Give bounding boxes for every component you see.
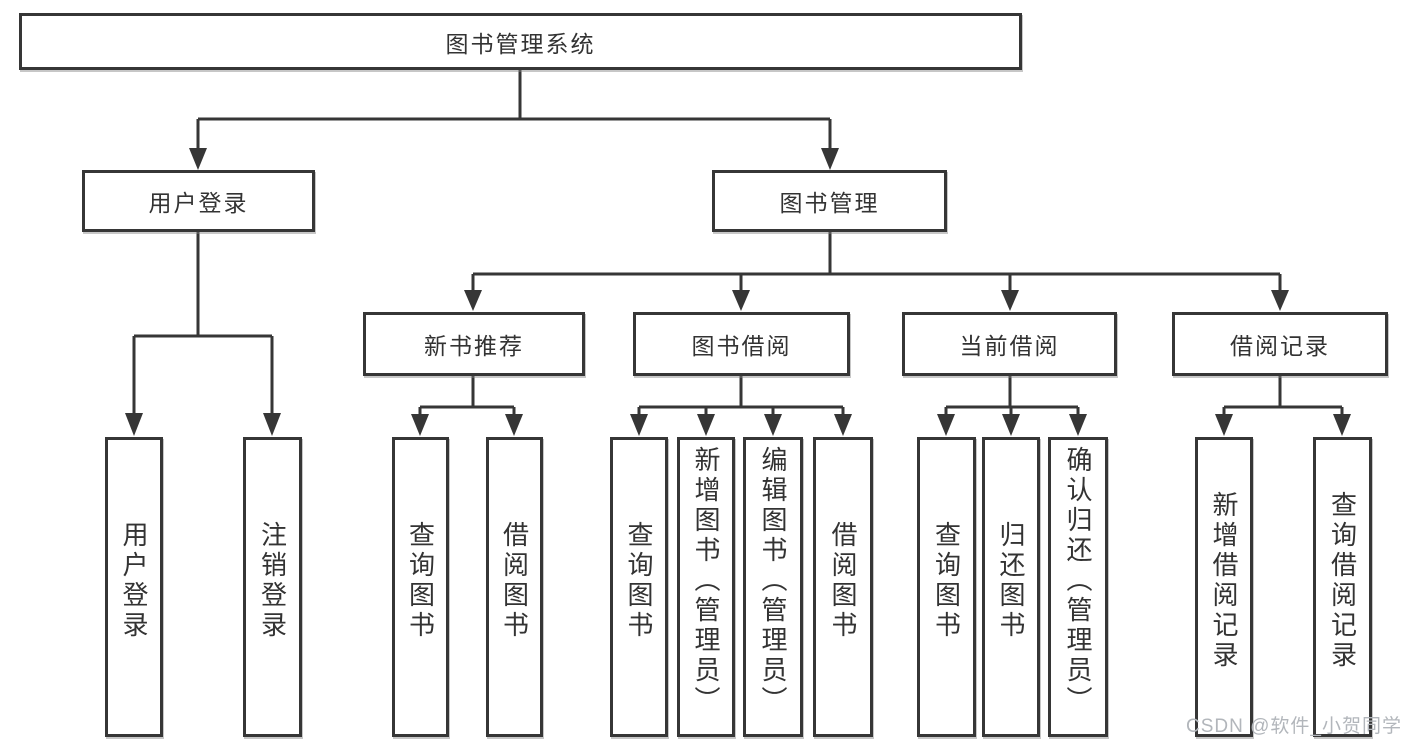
arrow-down-head-icon [697,414,715,436]
node-label: 查询图书 [931,521,962,641]
leaf-current-return-books: 归还图书 [982,437,1040,737]
connector-root-to-level2 [196,70,832,150]
node-label: 借阅图书 [499,521,530,641]
arrow-down-head-icon [189,148,207,170]
node-borrow-records: 借阅记录 [1172,312,1388,376]
connector-line [637,376,845,416]
arrow-down-head-icon [630,414,648,436]
node-label: 借阅图书 [828,521,858,641]
connector-user-login-branch [132,232,274,414]
connector-borrow-records-branch [1222,376,1344,416]
csdn-watermark: CSDN @软件_小贺同学 [1186,716,1402,737]
leaf-borrow-add-books-admin: 新增图书（管理员） [677,437,735,737]
arrowheads-new-book-recommend-leaves [411,414,523,436]
leaf-current-confirm-return-admin: 确认归还（管理员） [1048,437,1108,737]
node-label: 新增借阅记录 [1209,491,1239,671]
connector-line [132,232,274,414]
arrow-down-head-icon [411,414,429,436]
arrow-down-head-icon [1069,414,1087,436]
node-label: 注销登录 [257,521,288,641]
leaf-user-login: 用户登录 [105,437,163,737]
node-label: 图书管理 [779,190,880,216]
connector-line [944,376,1080,416]
arrowheads-level3 [464,290,1289,311]
node-book-borrow: 图书借阅 [633,312,850,376]
arrow-down-head-icon [464,290,482,311]
node-label: 用户登录 [148,190,249,216]
arrowheads-level2 [189,148,839,170]
connector-line [1222,376,1344,416]
node-label: 当前借阅 [959,333,1060,359]
connector-current-borrow-branch [944,376,1080,416]
arrowheads-book-borrow-leaves [630,414,852,436]
arrow-down-head-icon [732,290,750,311]
arrow-down-head-icon [263,413,281,436]
node-label: 图书借阅 [691,333,792,359]
leaf-borrow-borrow-books: 借阅图书 [813,437,873,737]
leaf-current-query-books: 查询图书 [917,437,976,737]
arrow-down-head-icon [821,148,839,170]
node-label: 新书推荐 [424,333,524,359]
arrow-down-head-icon [1271,290,1289,311]
node-label: 查询借阅记录 [1327,491,1358,671]
node-label: 编辑图书（管理员） [758,446,788,716]
arrowheads-user-login-leaves [125,413,281,436]
connector-book-management-branch [471,232,1282,292]
node-current-borrow: 当前借阅 [902,312,1117,376]
arrowheads-borrow-records-leaves [1215,414,1351,436]
leaf-logout: 注销登录 [243,437,302,737]
node-label: 图书管理系统 [445,30,596,57]
node-label: 确认归还（管理员） [1063,446,1093,716]
leaf-borrow-edit-books-admin: 编辑图书（管理员） [743,437,803,737]
arrow-down-head-icon [1001,290,1019,311]
node-label: 借阅记录 [1230,333,1330,359]
leaf-recommend-borrow-books: 借阅图书 [486,437,543,737]
node-root-system: 图书管理系统 [19,13,1022,70]
node-book-management: 图书管理 [712,170,947,232]
leaf-records-add-record: 新增借阅记录 [1195,437,1253,737]
leaf-borrow-query-books: 查询图书 [610,437,668,737]
connector-line [471,232,1282,292]
arrow-down-head-icon [505,414,523,436]
arrow-down-head-icon [125,413,143,436]
node-label: 新增图书（管理员） [691,446,721,716]
connector-book-borrow-branch [637,376,845,416]
connector-line [196,70,832,150]
arrow-down-head-icon [834,414,852,436]
node-label: 查询图书 [405,521,436,641]
node-label: 查询图书 [624,521,654,641]
node-label: 用户登录 [119,521,149,641]
node-label: 归还图书 [996,521,1026,641]
connector-new-book-recommend-branch [418,376,516,416]
leaf-records-query-record: 查询借阅记录 [1313,437,1372,737]
connector-line [418,376,516,416]
arrow-down-head-icon [937,414,955,436]
arrow-down-head-icon [764,414,782,436]
arrow-down-head-icon [1215,414,1233,436]
arrowheads-current-borrow-leaves [937,414,1087,436]
leaf-recommend-query-books: 查询图书 [392,437,449,737]
node-user-login: 用户登录 [82,170,315,232]
node-new-book-recommend: 新书推荐 [363,312,585,376]
arrow-down-head-icon [1333,414,1351,436]
arrow-down-head-icon [1002,414,1020,436]
